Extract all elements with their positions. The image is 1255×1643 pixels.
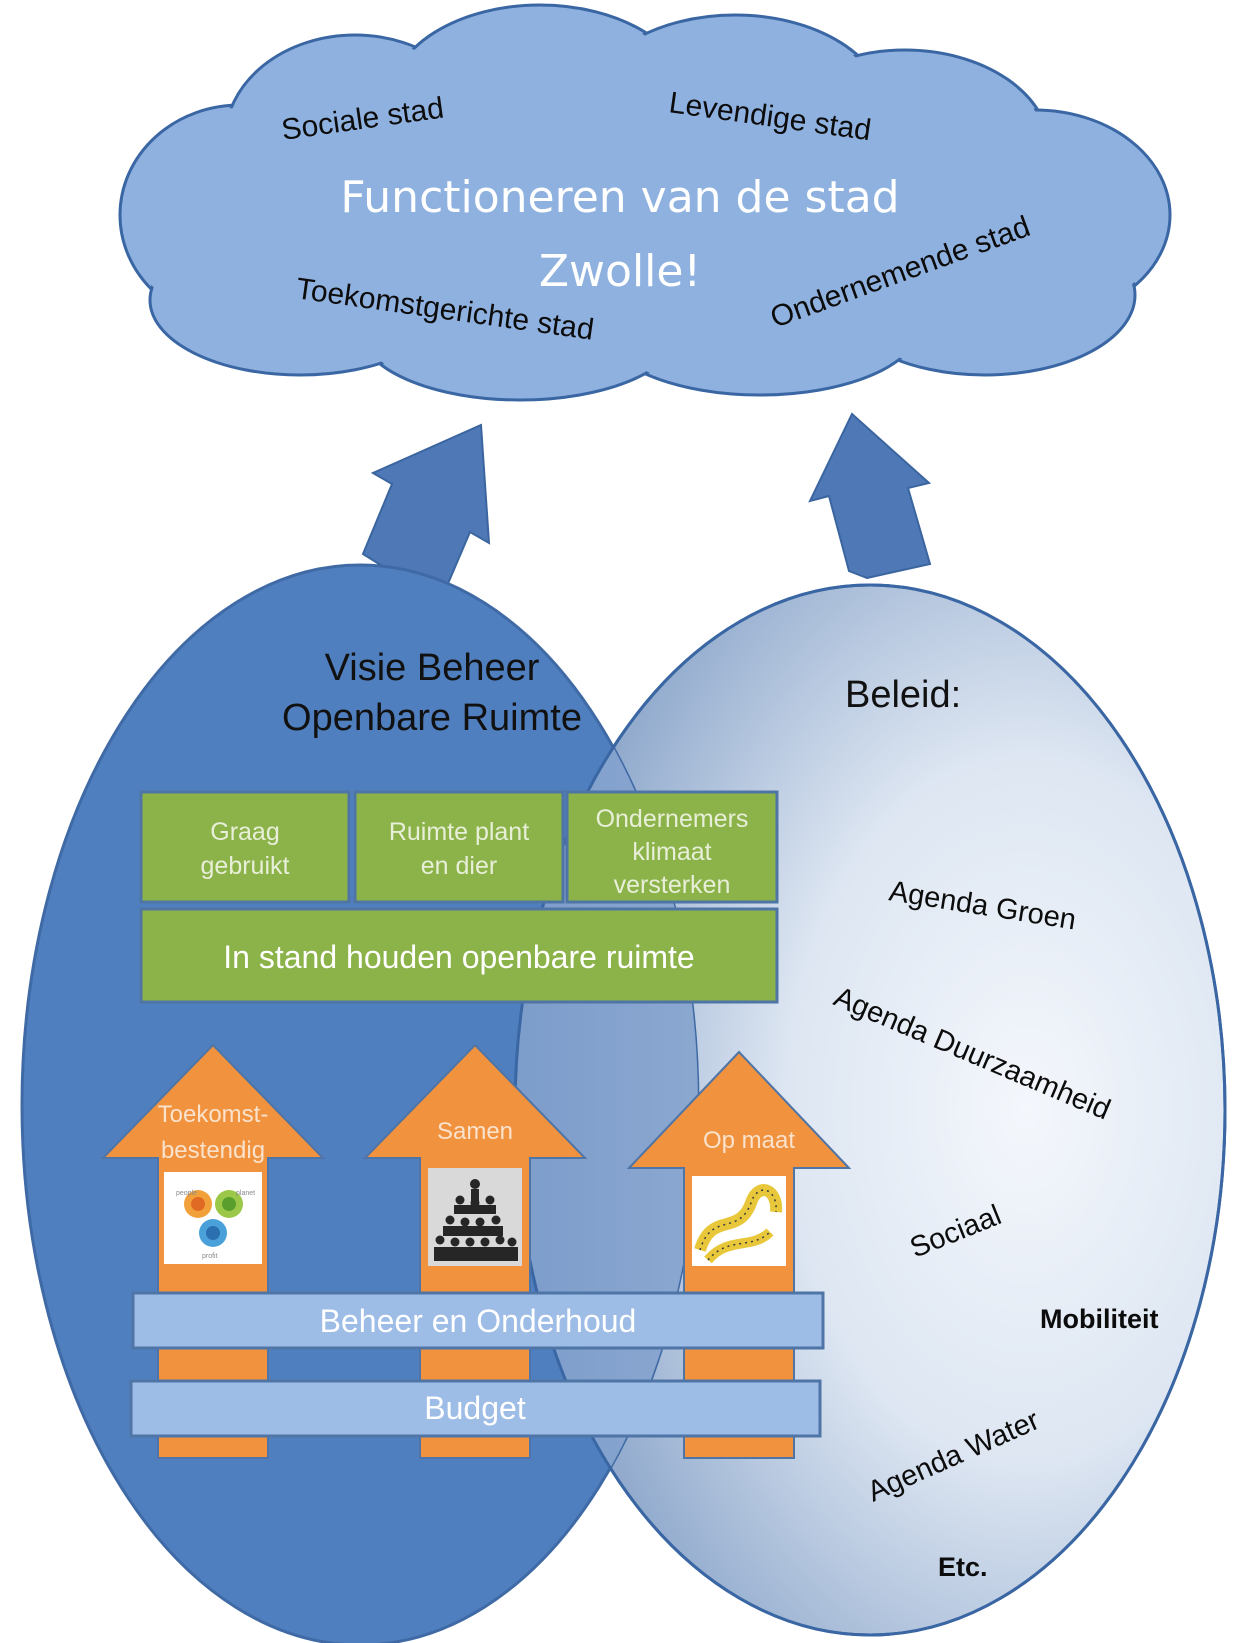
- goal-box-ondernemers-klimaat: [565, 790, 779, 904]
- budget-bar: Budget: [129, 1379, 822, 1438]
- principle-label-samen: Samen: [437, 1118, 513, 1145]
- vision-title-line2: Openbare Ruimte: [282, 697, 582, 739]
- arrow-up-right-icon: [808, 412, 932, 580]
- arrow-up-left-icon: [361, 423, 491, 602]
- principle-label-toekomstbestendig-line2: bestendig: [161, 1137, 265, 1164]
- goal-box-ondernemers-klimaat-line3: versterken: [614, 871, 731, 899]
- goal-box-ruimte-plant-en-dier-line1: Ruimte plant: [389, 818, 529, 846]
- cloud-title-line2: Zwolle!: [539, 246, 701, 297]
- goal-box-ruimte-plant-en-dier-line2: en dier: [421, 852, 497, 880]
- measuring-tape-icon: [692, 1176, 786, 1266]
- goal-box-ondernemers-klimaat-line1: Ondernemers: [596, 805, 749, 833]
- svg-text:planet: planet: [236, 1190, 255, 1197]
- people-planet-profit-icon: people planet profit: [164, 1172, 262, 1264]
- maintenance-bar: Beheer en Onderhoud: [131, 1291, 825, 1350]
- svg-text:people: people: [176, 1190, 197, 1197]
- goal-box-graag-gebruikt-line2: gebruikt: [201, 852, 290, 880]
- goal-box-ruimte-plant-en-dier: [353, 790, 565, 904]
- policy-item-mobiliteit: Mobiliteit: [1040, 1304, 1158, 1334]
- teamwork-pyramid-icon: [428, 1168, 522, 1266]
- goal-boxes: Graag gebruikt Ruimte plant en dier Onde…: [139, 790, 779, 1004]
- foundation-box: [139, 907, 779, 1004]
- goal-box-graag-gebruikt: [139, 790, 351, 904]
- principle-arrow-samen: Samen: [362, 1043, 588, 1459]
- vision-title-line1: Visie Beheer: [325, 647, 540, 689]
- cloud-title-line1: Functioneren van de stad: [340, 172, 899, 223]
- svg-text:profit: profit: [202, 1253, 218, 1260]
- goal-box-graag-gebruikt-line1: Graag: [210, 818, 279, 846]
- city-functioning-cloud: Sociale stad Levendige stad Functioneren…: [118, 3, 1172, 402]
- principle-label-toekomstbestendig-line1: Toekomst-: [158, 1101, 269, 1128]
- principle-arrow-op-maat: Op maat: [626, 1050, 852, 1459]
- policy-item-etc: Etc.: [938, 1552, 988, 1582]
- maintenance-bar-label: Beheer en Onderhoud: [320, 1303, 637, 1339]
- foundation-box-label: In stand houden openbare ruimte: [223, 939, 694, 975]
- policy-title: Beleid:: [845, 674, 961, 716]
- principle-label-op-maat: Op maat: [703, 1127, 795, 1154]
- goal-box-ondernemers-klimaat-line2: klimaat: [632, 838, 711, 866]
- budget-bar-label: Budget: [424, 1390, 526, 1426]
- principle-arrow-toekomstbestendig: Toekomst- bestendig people planet profit: [100, 1043, 326, 1459]
